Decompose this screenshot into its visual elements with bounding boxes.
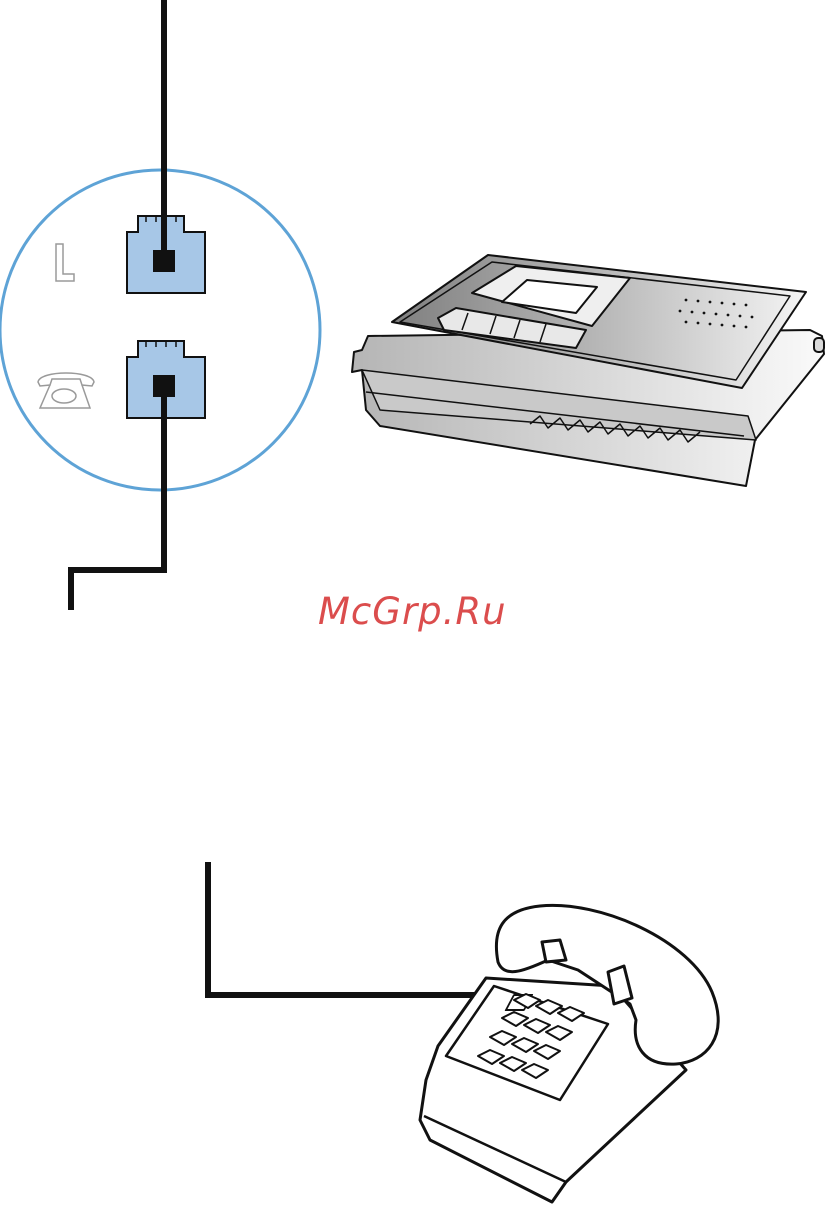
watermark-text: McGrp.Ru — [318, 590, 507, 633]
answering-machine-icon[interactable] — [352, 255, 824, 486]
cables — [71, 0, 482, 995]
telephone-cable — [208, 862, 482, 995]
desk-telephone-icon[interactable] — [420, 905, 718, 1202]
